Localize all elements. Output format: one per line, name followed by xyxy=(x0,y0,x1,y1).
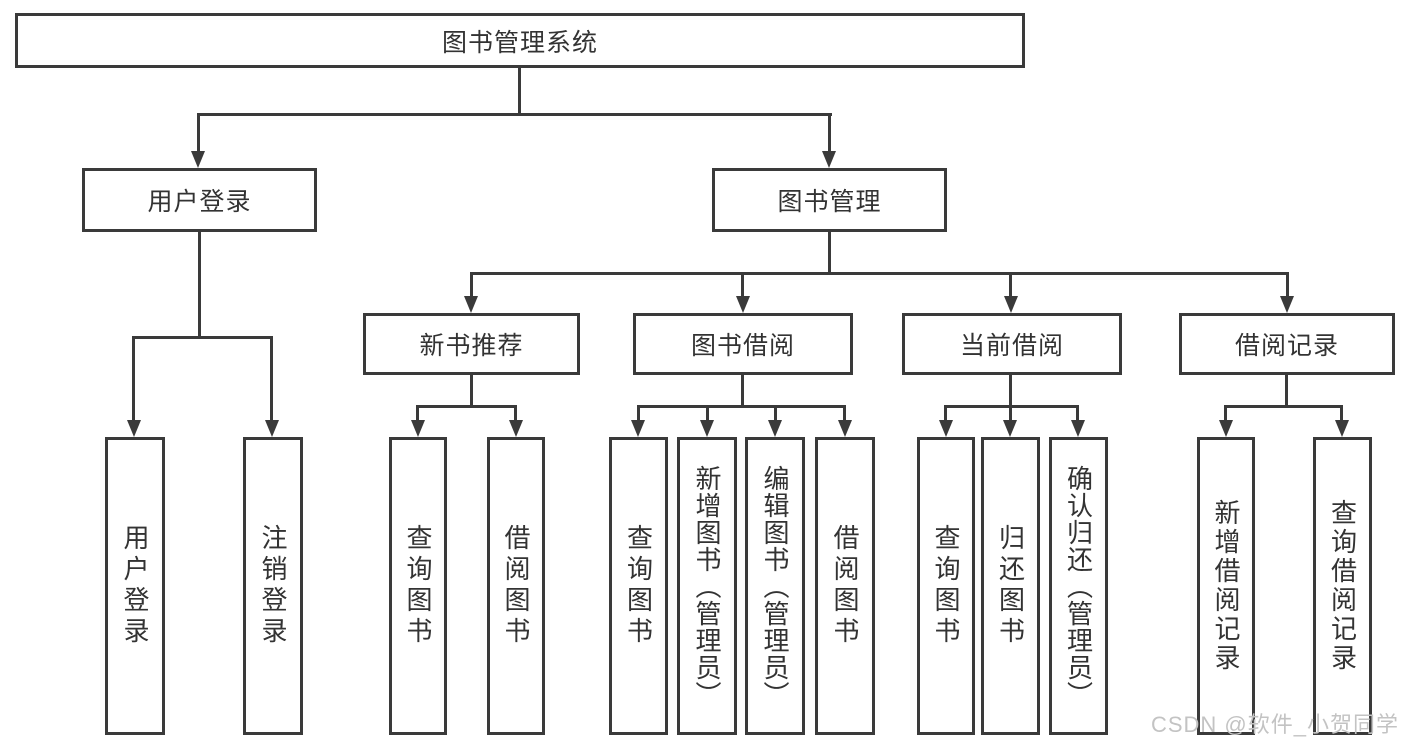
connector-user-login-stem xyxy=(198,232,201,336)
connector-stub xyxy=(416,405,419,423)
node-new-book-recommendation: 新书推荐 xyxy=(363,313,580,375)
leaf-query-borrow-record: 查询借阅记录 xyxy=(1313,437,1372,735)
arrowhead-user-login xyxy=(191,151,205,168)
leaf-confirm-return-admin: 确认归还（管理员） xyxy=(1049,437,1108,735)
arrowhead-leaf xyxy=(838,420,852,437)
arrowhead-leaf xyxy=(700,420,714,437)
connector-current-borrow-spread xyxy=(946,405,1079,408)
node-borrowing-records: 借阅记录 xyxy=(1179,313,1395,375)
connector-drop-new-books xyxy=(470,272,473,298)
leaf-return-books: 归还图书 xyxy=(981,437,1040,735)
leaf-label: 查询借阅记录 xyxy=(1327,499,1358,673)
leaf-logout: 注销登录 xyxy=(243,437,303,735)
connector-borrow-records-stem xyxy=(1285,375,1288,405)
connector-book-borrow-spread xyxy=(638,405,846,408)
connector-stub xyxy=(1340,405,1343,423)
connector-stub xyxy=(944,405,947,423)
arrowhead-leaf xyxy=(411,420,425,437)
node-current-borrowing: 当前借阅 xyxy=(902,313,1122,375)
connector-stub xyxy=(774,405,777,423)
node-label: 借阅记录 xyxy=(1234,332,1339,360)
arrowhead-leaf xyxy=(1003,420,1017,437)
leaf-label: 查询图书 xyxy=(403,524,433,648)
connector-drop-leaf-logout xyxy=(270,336,273,422)
node-label: 图书管理系统 xyxy=(441,28,598,57)
leaf-query-books: 查询图书 xyxy=(389,437,447,735)
arrowhead-leaf xyxy=(1071,420,1085,437)
connector-stub xyxy=(1009,405,1012,423)
leaf-user-login: 用户登录 xyxy=(105,437,165,735)
node-user-login: 用户登录 xyxy=(82,168,317,232)
leaf-label: 用户登录 xyxy=(120,524,150,648)
connector-new-books-spread xyxy=(418,405,517,408)
arrowhead-leaf-login xyxy=(127,420,141,437)
leaf-add-book-admin: 新增图书（管理员） xyxy=(677,437,737,735)
connector-drop-user-login xyxy=(197,113,200,154)
node-root-library-system: 图书管理系统 xyxy=(15,13,1025,68)
connector-root-stem xyxy=(518,68,521,113)
node-book-management: 图书管理 xyxy=(712,168,947,232)
connector-stub xyxy=(706,405,709,423)
leaf-query-books-2: 查询图书 xyxy=(609,437,668,735)
arrowhead-leaf xyxy=(1219,420,1233,437)
connector-drop-borrow-records xyxy=(1286,272,1289,298)
arrowhead-leaf-logout xyxy=(265,420,279,437)
connector-stub xyxy=(1076,405,1079,423)
leaf-label: 注销登录 xyxy=(258,524,288,648)
arrowhead-current-borrow xyxy=(1004,296,1018,313)
connector-borrow-records-spread xyxy=(1226,405,1343,408)
connector-stub xyxy=(1224,405,1227,423)
leaf-query-books-3: 查询图书 xyxy=(917,437,975,735)
connector-stub xyxy=(843,405,846,423)
leaf-label: 借阅图书 xyxy=(830,524,860,648)
leaf-borrow-books: 借阅图书 xyxy=(487,437,545,735)
connector-book-borrow-stem xyxy=(741,375,744,405)
leaf-label: 查询图书 xyxy=(931,524,961,648)
leaf-label: 确认归还（管理员） xyxy=(1063,464,1094,708)
arrowhead-borrow-records xyxy=(1280,296,1294,313)
leaf-borrow-books-2: 借阅图书 xyxy=(815,437,875,735)
arrowhead-book-borrow xyxy=(736,296,750,313)
connector-drop-current-borrow xyxy=(1009,272,1012,298)
csdn-watermark: CSDN @软件_小贺同学 xyxy=(1150,712,1399,737)
connector-drop-book-mgmt xyxy=(828,113,831,154)
arrowhead-leaf xyxy=(1335,420,1349,437)
node-label: 当前借阅 xyxy=(959,332,1064,360)
arrowhead-leaf xyxy=(939,420,953,437)
leaf-label: 编辑图书（管理员） xyxy=(760,464,790,708)
node-label: 新书推荐 xyxy=(419,332,524,360)
connector-drop-leaf-login xyxy=(132,336,135,422)
leaf-label: 新增借阅记录 xyxy=(1211,499,1241,673)
leaf-add-borrow-record: 新增借阅记录 xyxy=(1197,437,1255,735)
leaf-label: 新增图书（管理员） xyxy=(692,464,722,708)
connector-stub xyxy=(637,405,640,423)
connector-book-mgmt-spread xyxy=(471,272,1288,275)
leaf-label: 查询图书 xyxy=(623,524,654,648)
connector-new-books-stem xyxy=(470,375,473,405)
arrowhead-leaf xyxy=(509,420,523,437)
node-book-borrowing: 图书借阅 xyxy=(633,313,853,375)
node-label: 用户登录 xyxy=(147,188,252,216)
connector-user-login-spread xyxy=(133,336,273,339)
leaf-label: 借阅图书 xyxy=(501,524,531,648)
connector-current-borrow-stem xyxy=(1009,375,1012,405)
arrowhead-book-mgmt xyxy=(822,151,836,168)
arrowhead-leaf xyxy=(631,420,645,437)
arrowhead-leaf xyxy=(768,420,782,437)
arrowhead-new-books xyxy=(464,296,478,313)
leaf-label: 归还图书 xyxy=(995,524,1026,648)
connector-drop-book-borrow xyxy=(741,272,744,298)
connector-root-spread xyxy=(198,113,832,116)
node-label: 图书管理 xyxy=(777,188,882,216)
connector-stub xyxy=(514,405,517,423)
connector-book-mgmt-stem xyxy=(828,232,831,272)
leaf-edit-book-admin: 编辑图书（管理员） xyxy=(745,437,805,735)
node-label: 图书借阅 xyxy=(690,332,795,360)
